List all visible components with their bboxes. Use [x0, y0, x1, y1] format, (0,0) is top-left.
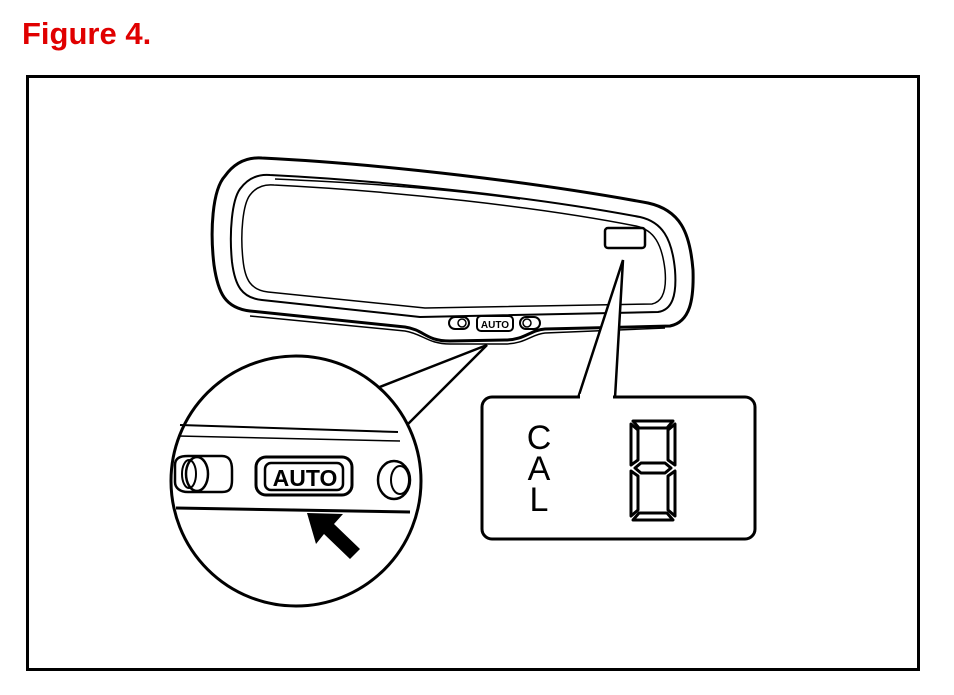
magnified-left-button-indicator-inner [181, 459, 197, 489]
magnified-right-button-indicator [390, 465, 410, 495]
segment-bottom-right [666, 469, 677, 518]
display-letter-c: C [527, 419, 552, 457]
segment-top-right [666, 422, 677, 467]
mirror-left-button-indicator [457, 318, 467, 328]
magnified-auto-label: AUTO [273, 465, 338, 491]
mirror-auto-button[interactable] [476, 315, 514, 332]
mirror-right-button[interactable] [519, 316, 541, 330]
magnifier-top-edge [179, 424, 399, 433]
display-pointer-joint [580, 394, 613, 400]
display-letter-a: A [528, 450, 551, 488]
figure-title: Figure 4. [22, 16, 152, 51]
figure-frame [26, 75, 920, 671]
light-sensor-window [603, 226, 647, 250]
mirror-glare-line [274, 178, 521, 200]
seven-segment-digit [629, 419, 677, 522]
magnified-left-button-indicator [184, 455, 210, 493]
mirror-glass-inner [241, 184, 667, 309]
magnified-auto-button[interactable] [254, 455, 354, 497]
press-arrow-icon [307, 513, 360, 559]
magnified-left-button[interactable] [173, 454, 234, 494]
magnified-callout [169, 343, 488, 608]
segment-middle [633, 461, 673, 475]
mirror-left-button[interactable] [448, 316, 470, 330]
segment-top [631, 419, 675, 430]
mirror-outer-housing [210, 156, 695, 343]
segment-top-left [629, 422, 640, 467]
magnifier-circle [169, 354, 423, 608]
segment-bottom [631, 511, 675, 522]
segment-bottom-left [629, 469, 640, 518]
mirror-right-button-indicator [522, 318, 532, 328]
magnifier-bottom-edge [175, 506, 411, 514]
magnified-auto-button-inner [263, 461, 345, 492]
mirror-bottom-trim [249, 315, 666, 345]
magnifier-top-edge-inner [177, 435, 401, 442]
display-callout [480, 259, 757, 541]
display-letter-l: L [530, 481, 549, 519]
mirror-auto-label: AUTO [481, 320, 509, 331]
display-panel [480, 395, 757, 541]
rearview-mirror [210, 156, 695, 345]
